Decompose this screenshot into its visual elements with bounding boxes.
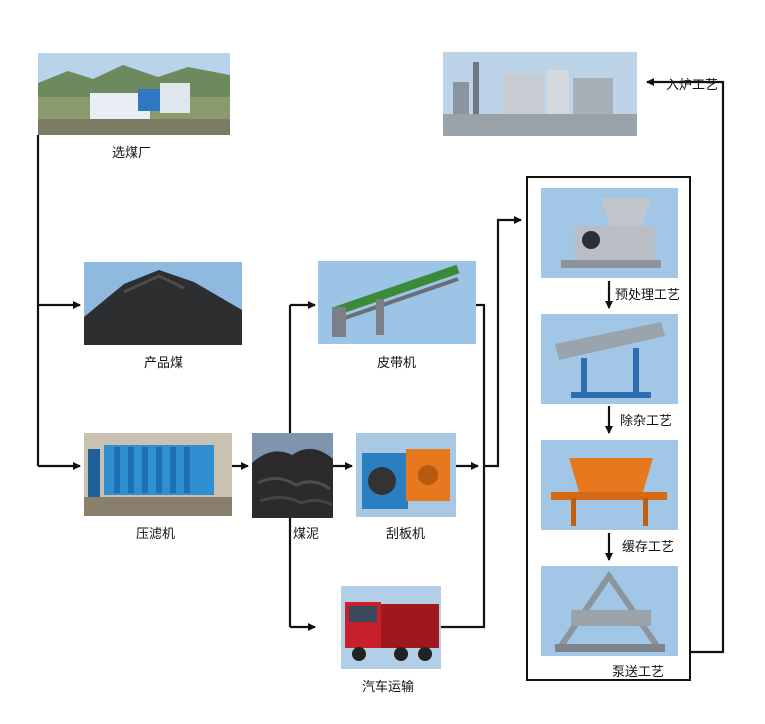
furnace-label: 入炉工艺: [666, 78, 719, 93]
pretreat-label: 预处理工艺: [615, 288, 681, 303]
process-box: [526, 176, 691, 681]
scraper-image: [356, 433, 456, 517]
scraper-label: 刮板机: [386, 527, 426, 542]
filter-press-image: [84, 433, 232, 516]
slime-label: 煤泥: [293, 527, 320, 542]
furnace-image: [443, 52, 637, 136]
coal-plant-label: 选煤厂: [112, 146, 152, 161]
pump-label: 泵送工艺: [612, 665, 665, 680]
truck-label: 汽车运输: [362, 680, 415, 695]
truck-image: [341, 586, 441, 669]
pump-image: [541, 566, 678, 656]
buffer-image: [541, 440, 678, 530]
impurity-label: 除杂工艺: [620, 414, 673, 429]
buffer-label: 缓存工艺: [622, 540, 675, 555]
filter-press-label: 压滤机: [136, 527, 176, 542]
arrow-to-furnace: [646, 78, 725, 654]
product-coal-label: 产品煤: [144, 356, 184, 371]
coal-plant-image: [38, 53, 230, 135]
pretreat-image: [541, 188, 678, 278]
impurity-image: [541, 314, 678, 404]
belt-conveyor-image: [318, 261, 476, 344]
belt-conveyor-label: 皮带机: [377, 356, 417, 371]
slime-image: [252, 433, 333, 518]
product-coal-image: [84, 262, 242, 345]
arrow-to-process-box: [484, 216, 522, 468]
